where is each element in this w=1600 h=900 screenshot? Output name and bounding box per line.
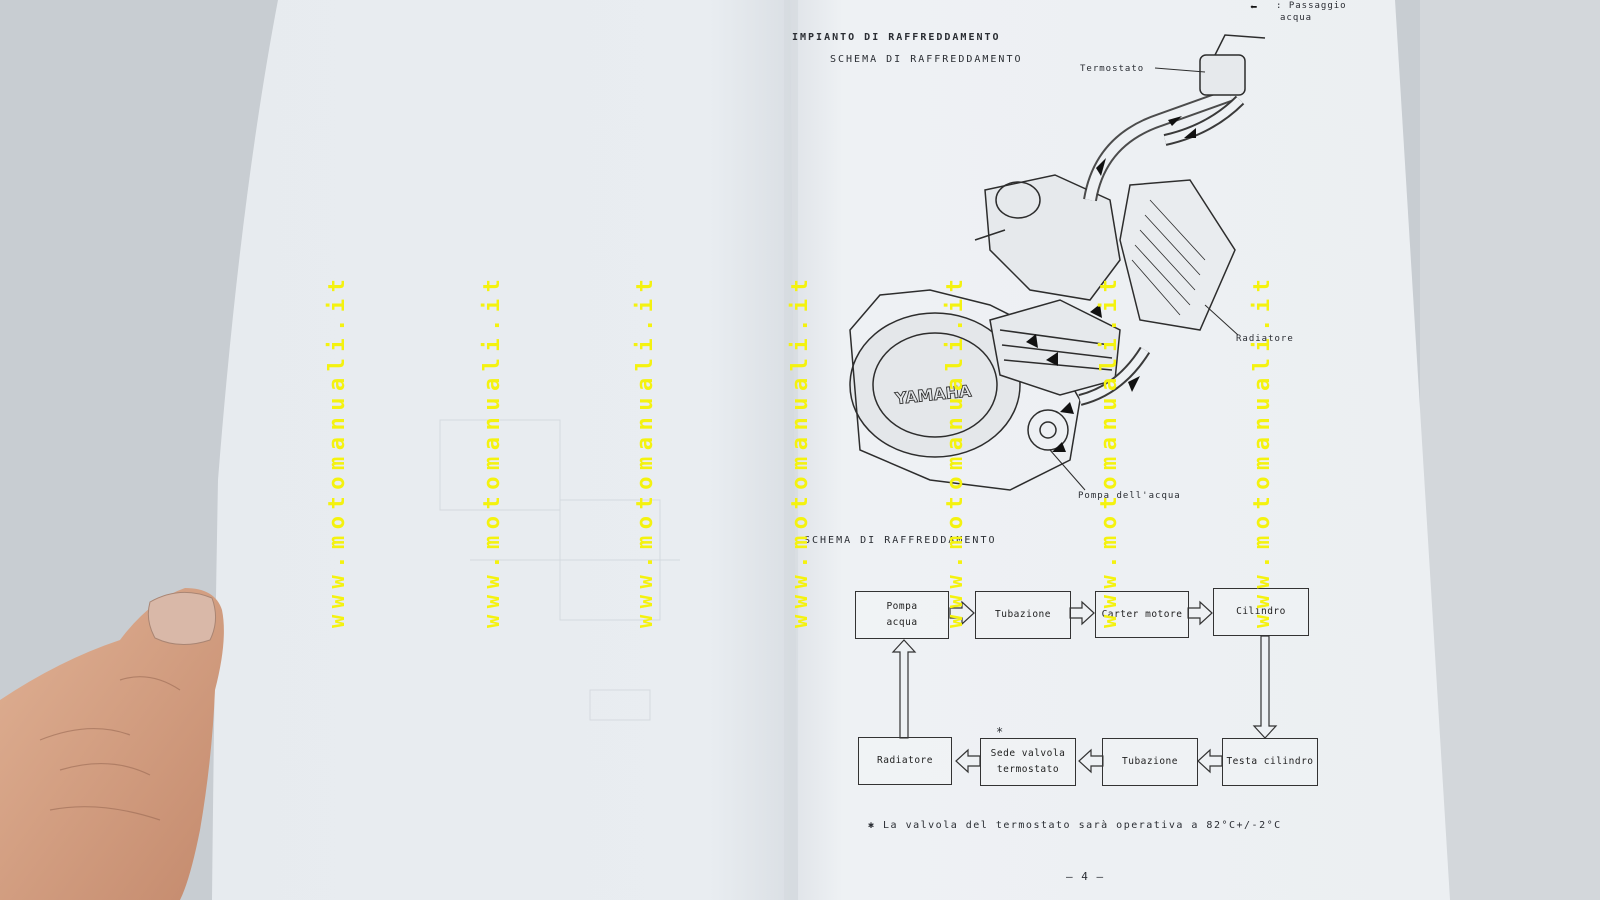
- legend-line-2: acqua: [1280, 13, 1313, 23]
- box-thermostat-seat: Sede valvola termostato: [980, 738, 1076, 786]
- radiator-label: Radiatore: [1236, 334, 1294, 344]
- engine-diagram: [849, 34, 1266, 491]
- page-number: — 4 —: [1066, 870, 1105, 883]
- box-thermostat-seat-line2: termostato: [996, 764, 1060, 775]
- arrow-crankcase-to-cylinder: [1187, 600, 1213, 626]
- table-shade: [1420, 0, 1600, 900]
- box-radiator: Radiatore: [858, 737, 952, 785]
- box-water-pump: Pompa acqua: [855, 591, 949, 639]
- arrow-pump-to-pipe: [949, 600, 975, 626]
- arrow-cylinder-to-head: [1252, 635, 1278, 739]
- right-page: [790, 0, 1450, 900]
- left-page: [212, 0, 798, 900]
- box-crankcase-label: Carter motore: [1101, 608, 1183, 620]
- water-pump-label: Pompa dell'acqua: [1078, 491, 1181, 501]
- box-pipe-2: Tubazione: [1102, 738, 1198, 786]
- legend-text: : Passaggio acqua: [1276, 0, 1347, 24]
- arrow-legend-icon: ⬅: [1250, 0, 1258, 14]
- asterisk-mark: *: [996, 725, 1005, 739]
- arrow-head-to-pipe: [1197, 748, 1223, 774]
- watermark-4: www.motomanuali.it: [788, 272, 813, 628]
- watermark-1: www.motomanuali.it: [325, 272, 350, 628]
- box-cylinder-head: Testa cilindro: [1222, 738, 1318, 786]
- watermark-2: www.motomanuali.it: [480, 272, 505, 628]
- show-through: [439, 419, 680, 721]
- thermostat-footnote: ✱ La valvola del termostato sarà operati…: [868, 820, 1282, 831]
- box-pipe-2-label: Tubazione: [1122, 756, 1178, 767]
- page-gutter: [784, 0, 798, 900]
- watermark-3: www.motomanuali.it: [633, 272, 658, 628]
- box-thermostat-seat-line1: Sede valvola: [990, 748, 1066, 759]
- arrow-pipe-to-crankcase: [1069, 600, 1095, 626]
- arrow-radiator-to-pump: [891, 639, 917, 739]
- box-cylinder-label: Cilindro: [1236, 606, 1286, 617]
- legend-line-1: : Passaggio: [1276, 1, 1347, 11]
- arrow-valve-to-radiator: [955, 748, 981, 774]
- watermark-5: www.motomanuali.it: [943, 272, 968, 628]
- watermark-7: www.motomanuali.it: [1250, 272, 1275, 628]
- box-pipe-1: Tubazione: [975, 591, 1071, 639]
- section-title: IMPIANTO DI RAFFREDDAMENTO: [792, 32, 1001, 43]
- page-subtitle: SCHEMA DI RAFFREDDAMENTO: [830, 54, 1023, 65]
- schema-title: SCHEMA DI RAFFREDDAMENTO: [804, 535, 997, 546]
- box-pipe-1-label: Tubazione: [995, 609, 1051, 620]
- arrow-pipe-to-valve: [1078, 748, 1104, 774]
- flow-arrows: [891, 600, 1278, 774]
- box-water-pump-line2: acqua: [886, 617, 918, 628]
- box-crankcase: Carter motore: [1095, 591, 1189, 638]
- thermostat-label: Termostato: [1080, 64, 1145, 74]
- box-cylinder-head-label: Testa cilindro: [1226, 756, 1314, 767]
- watermark-6: www.motomanuali.it: [1097, 272, 1122, 628]
- box-radiator-label: Radiatore: [877, 755, 933, 766]
- box-water-pump-line1: Pompa: [886, 601, 918, 612]
- box-cylinder: Cilindro: [1213, 588, 1309, 636]
